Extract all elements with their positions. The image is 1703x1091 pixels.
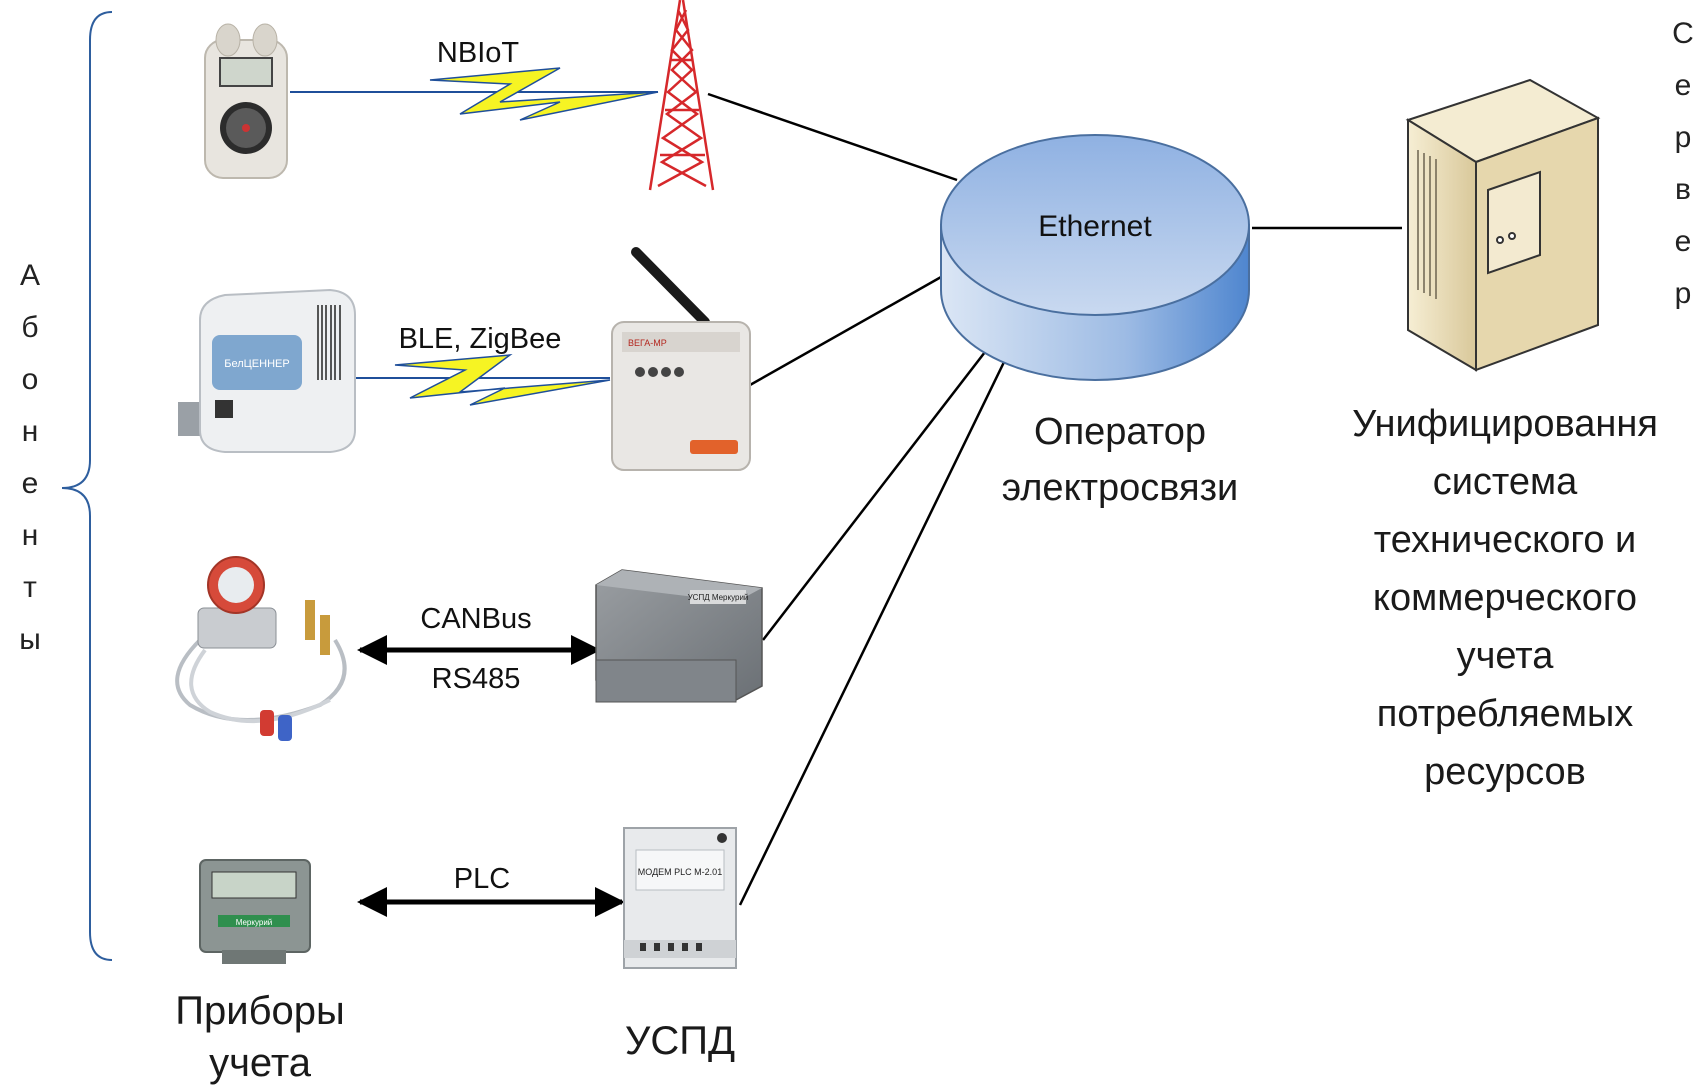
link-radio-hub	[749, 266, 958, 387]
radio-tower-image	[648, 0, 715, 191]
server-caption-line-5: учета	[1456, 635, 1554, 677]
server-letter: в	[1675, 173, 1691, 206]
meters-caption-line-1: Приборы	[175, 989, 345, 1033]
meters-caption-line-2: учета	[209, 1041, 311, 1085]
label-ble-zigbee: BLE, ZigBee	[399, 323, 562, 355]
network-links	[707, 92, 1402, 906]
link-tower-hub	[707, 92, 958, 182]
label-canbus: CANBus	[420, 603, 531, 635]
hub-label: Ethernet	[1038, 210, 1152, 243]
ethernet-hub: Ethernet	[940, 134, 1250, 381]
label-rs485: RS485	[432, 663, 521, 695]
left-brace	[61, 11, 113, 961]
electric-meter-brand-text: Меркурий	[236, 918, 273, 927]
subscribers-letter: А	[19, 259, 40, 292]
operator-caption: Оператор электросвязи	[960, 404, 1280, 516]
server-caption-line-3: технического и	[1373, 519, 1637, 561]
plc-modem-image: МОДЕМ PLC М-2.01	[623, 827, 737, 969]
server-letter: р	[1674, 121, 1692, 154]
heat-meter-image	[175, 556, 347, 741]
ble-water-meter-image: БелЦЕННЕР	[178, 288, 356, 453]
operator-caption-line-1: Оператор	[1034, 411, 1206, 453]
modem-label-text: МОДЕМ PLC М-2.01	[638, 867, 722, 877]
subscribers-letter: н	[21, 519, 39, 552]
lightning-nbiot	[290, 67, 659, 121]
server-caption: Унифицировання система технического и ко…	[1320, 395, 1690, 801]
subscribers-letter: е	[21, 467, 39, 500]
subscribers-letter: т	[23, 571, 37, 604]
nbiot-meter-image	[204, 23, 288, 179]
meters-caption: Приборы учета	[120, 985, 400, 1089]
server-letter: е	[1674, 69, 1692, 102]
server-caption-line-4: коммерческого	[1372, 577, 1638, 619]
subscribers-letter: о	[21, 363, 39, 396]
server-caption-line-1: Унифицировання	[1352, 403, 1658, 445]
label-plc: PLC	[454, 863, 510, 895]
subscribers-letter: н	[21, 415, 39, 448]
server-caption-line-6: потребляемых	[1376, 693, 1634, 735]
subscribers-letter: ы	[19, 623, 41, 656]
server-letter: р	[1674, 277, 1692, 310]
server-letter: С	[1672, 17, 1694, 50]
lightning-ble	[355, 354, 611, 406]
label-nbiot: NBIoT	[437, 37, 519, 69]
server-letter: е	[1674, 225, 1692, 258]
link-modem-hub	[738, 359, 1007, 906]
subscribers-letter: б	[21, 311, 39, 344]
operator-caption-line-2: электросвязи	[1001, 467, 1239, 509]
radio-module-brand-text: ВЕГА-МР	[628, 338, 667, 348]
uspd-box-label-text: УСПД Меркурий	[688, 593, 749, 602]
water-meter-brand-text: БелЦЕННЕР	[224, 358, 289, 370]
link-uspd-hub	[762, 351, 986, 641]
server-image	[1405, 78, 1601, 372]
electric-meter-image: Меркурий	[199, 859, 311, 964]
server-caption-line-7: ресурсов	[1424, 751, 1586, 793]
radio-module-image: ВЕГА-МР	[611, 247, 751, 471]
uspd-box-image: УСПД Меркурий	[595, 569, 763, 703]
server-caption-line-2: система	[1432, 461, 1578, 503]
uspd-caption: УСПД	[624, 1019, 736, 1063]
